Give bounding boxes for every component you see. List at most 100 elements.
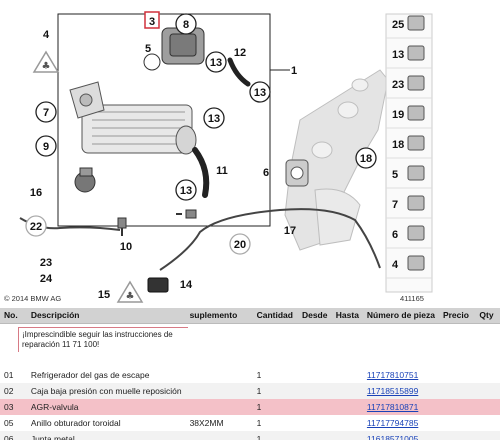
- svg-text:19: 19: [392, 109, 404, 121]
- side-part-7[interactable]: 7: [386, 195, 432, 219]
- table-row[interactable]: 01 Refrigerador del gas de escape 1 1171…: [0, 367, 500, 383]
- svg-text:5: 5: [145, 43, 151, 55]
- callout-12: 12: [234, 47, 246, 59]
- callout-9: 9: [35, 135, 57, 157]
- side-part-18[interactable]: 18: [386, 135, 432, 159]
- svg-text:20: 20: [234, 239, 246, 251]
- col-no: No.: [0, 308, 27, 324]
- row-quantity: 1: [252, 383, 298, 399]
- svg-text:16: 16: [30, 187, 42, 199]
- row-supplement: [185, 399, 253, 415]
- col-qty: Qty: [475, 308, 500, 324]
- screw-10-illustration: [117, 217, 127, 236]
- svg-text:9: 9: [43, 141, 49, 153]
- row-description: Anillo obturador toroidal: [30, 418, 121, 428]
- svg-text:5: 5: [392, 169, 398, 181]
- callout-20: 20: [229, 233, 251, 255]
- callout-1: 1: [291, 65, 297, 77]
- row-supplement: [185, 383, 253, 399]
- svg-text:4: 4: [43, 29, 50, 41]
- svg-text:8: 8: [183, 19, 189, 31]
- svg-text:13: 13: [210, 57, 222, 69]
- side-part-13[interactable]: 13: [386, 45, 432, 69]
- row-description: Caja baja presión con muelle reposición: [26, 383, 186, 399]
- svg-text:6: 6: [392, 229, 398, 241]
- callout-16: 16: [30, 187, 42, 199]
- row-no: 02: [0, 383, 27, 399]
- callout-11: 11: [216, 165, 228, 177]
- side-part-25[interactable]: 25: [386, 15, 432, 39]
- callout-15: 15: [98, 289, 110, 301]
- callout-23: 23: [40, 257, 52, 269]
- callout-14: 14: [180, 279, 193, 291]
- svg-text:13: 13: [254, 87, 266, 99]
- table-row-selected[interactable]: 03 AGR-valvula 1 11717810871: [0, 399, 500, 415]
- callout-13: 13: [203, 107, 225, 129]
- svg-text:18: 18: [360, 153, 372, 165]
- row-supplement: [186, 367, 253, 383]
- col-from: Desde: [297, 308, 332, 324]
- callout-3: 3: [144, 11, 160, 29]
- table-row[interactable]: 05 Anillo obturador toroidal 38X2MM 1 11…: [0, 415, 500, 431]
- part-number-link[interactable]: 11717810871: [366, 402, 419, 412]
- row-quantity: 1: [252, 399, 298, 415]
- side-part-19[interactable]: 19: [386, 105, 432, 129]
- table-row[interactable]: 02 Caja baja presión con muelle reposici…: [0, 383, 500, 399]
- svg-text:25: 25: [392, 19, 404, 31]
- note-row: ¡Imprescindible seguir las instrucciones…: [0, 323, 500, 367]
- parts-table: No. Descripción suplemento Cantidad Desd…: [0, 308, 500, 440]
- col-supplement: suplemento: [185, 308, 253, 324]
- callout-8: 8: [175, 13, 197, 35]
- reference-number: 411165: [400, 294, 424, 303]
- callout-17: 17: [284, 225, 296, 237]
- egr-valve-illustration: [143, 27, 205, 71]
- svg-text:13: 13: [180, 185, 192, 197]
- repair-note: ¡Imprescindible seguir las instrucciones…: [18, 326, 188, 352]
- svg-text:23: 23: [40, 257, 52, 269]
- callout-4: 4: [43, 29, 50, 41]
- svg-text:6: 6: [263, 167, 269, 179]
- svg-text:18: 18: [392, 139, 404, 151]
- svg-text:1: 1: [291, 65, 297, 77]
- part-number-link[interactable]: 11618571005: [366, 434, 419, 440]
- side-part-5[interactable]: 5: [386, 165, 432, 189]
- svg-text:7: 7: [392, 199, 398, 211]
- svg-text:23: 23: [392, 79, 404, 91]
- svg-text:♣: ♣: [126, 291, 135, 302]
- callout-13: 13: [205, 51, 227, 73]
- svg-text:7: 7: [43, 107, 49, 119]
- side-part-4[interactable]: 4: [386, 255, 432, 279]
- col-price: Precio: [438, 308, 476, 324]
- callout-7: 7: [35, 101, 57, 123]
- callout-5: 5: [145, 43, 151, 55]
- callout-13: 13: [175, 179, 197, 201]
- callout-6: 6: [263, 167, 269, 179]
- egr-cooler-illustration: [69, 81, 197, 155]
- pressure-box-illustration: [74, 167, 96, 193]
- valve-14-illustration: [147, 277, 169, 293]
- table-row[interactable]: 06 Junta metal 1 11618571005: [0, 431, 500, 440]
- svg-text:24: 24: [40, 273, 53, 285]
- svg-text:13: 13: [208, 113, 220, 125]
- row-description: Junta metal: [26, 431, 186, 440]
- metal-gasket-illustration: [285, 159, 309, 187]
- part-number-link[interactable]: 11717810751: [366, 370, 419, 380]
- table-header-row: No. Descripción suplemento Cantidad Desd…: [0, 308, 500, 324]
- callout-22: 22: [25, 215, 47, 237]
- svg-text:12: 12: [234, 47, 246, 59]
- col-description: Descripción: [26, 308, 186, 324]
- screw-13-illustration: [176, 209, 197, 219]
- row-quantity: 1: [256, 370, 262, 380]
- svg-text:4: 4: [392, 259, 399, 271]
- part-number-link[interactable]: 11717794785: [366, 418, 419, 428]
- row-no: 03: [0, 399, 27, 415]
- svg-text:17: 17: [284, 225, 296, 237]
- svg-text:♣: ♣: [42, 61, 51, 72]
- row-no: 05: [4, 418, 14, 428]
- svg-text:3: 3: [149, 16, 155, 28]
- row-description: Refrigerador del gas de escape: [30, 370, 150, 380]
- part-number-link[interactable]: 11718515899: [366, 386, 419, 396]
- callout-13: 13: [249, 81, 271, 103]
- side-part-6[interactable]: 6: [386, 225, 432, 249]
- side-part-23[interactable]: 23: [386, 75, 432, 99]
